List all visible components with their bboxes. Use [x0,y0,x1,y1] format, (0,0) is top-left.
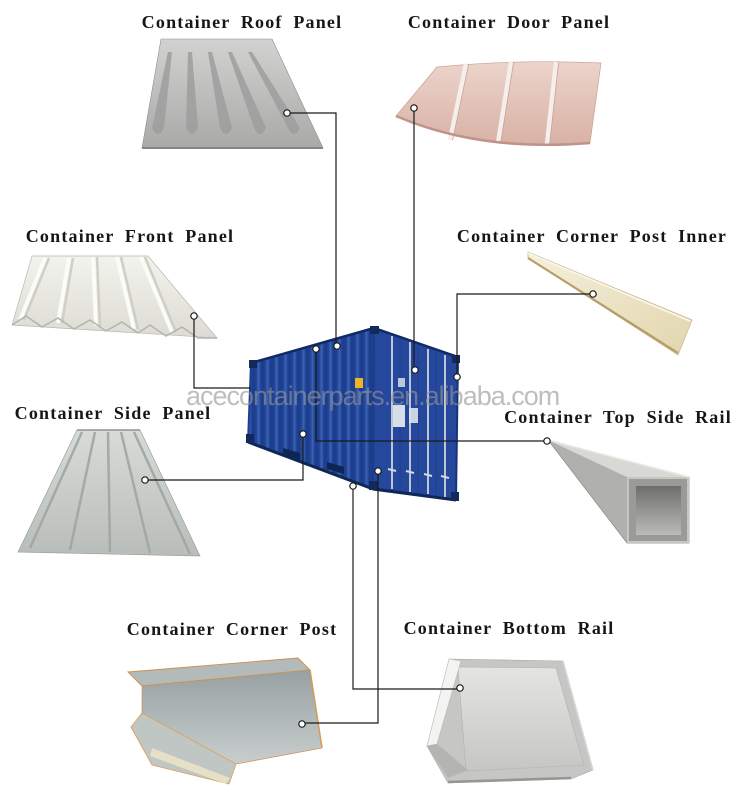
label-corner-post-inner: Container Corner Post Inner [456,226,728,246]
watermark-text: acecontainerparts.en.alibaba.com [186,381,560,411]
label-roof-panel: Container Roof Panel [141,12,343,32]
bottom-rail-image [426,658,594,784]
side-panel-image [17,429,201,557]
front-panel-image [11,255,218,339]
connector-top-side-rail [312,345,551,445]
label-side-panel: Container Side Panel [14,403,212,423]
roof-panel-image [141,38,324,149]
container-image [246,326,460,502]
connector-bottom-rail [349,482,464,692]
connector-roof-panel [283,109,341,350]
label-front-panel: Container Front Panel [25,226,235,246]
label-corner-post: Container Corner Post [126,619,338,639]
door-panel-image [395,61,602,147]
connector-door-panel [410,104,419,374]
top-side-rail-image [547,439,690,544]
connector-side-panel [141,430,307,484]
corner-post-inner-image [527,251,693,356]
label-door-panel: Container Door Panel [407,12,611,32]
label-top-side-rail: Container Top Side Rail [504,407,732,427]
label-bottom-rail: Container Bottom Rail [403,618,615,638]
connector-corner-post-inner [453,290,597,381]
connector-front-panel [190,312,251,389]
corner-post-image [126,657,323,785]
connector-corner-post [298,467,382,728]
